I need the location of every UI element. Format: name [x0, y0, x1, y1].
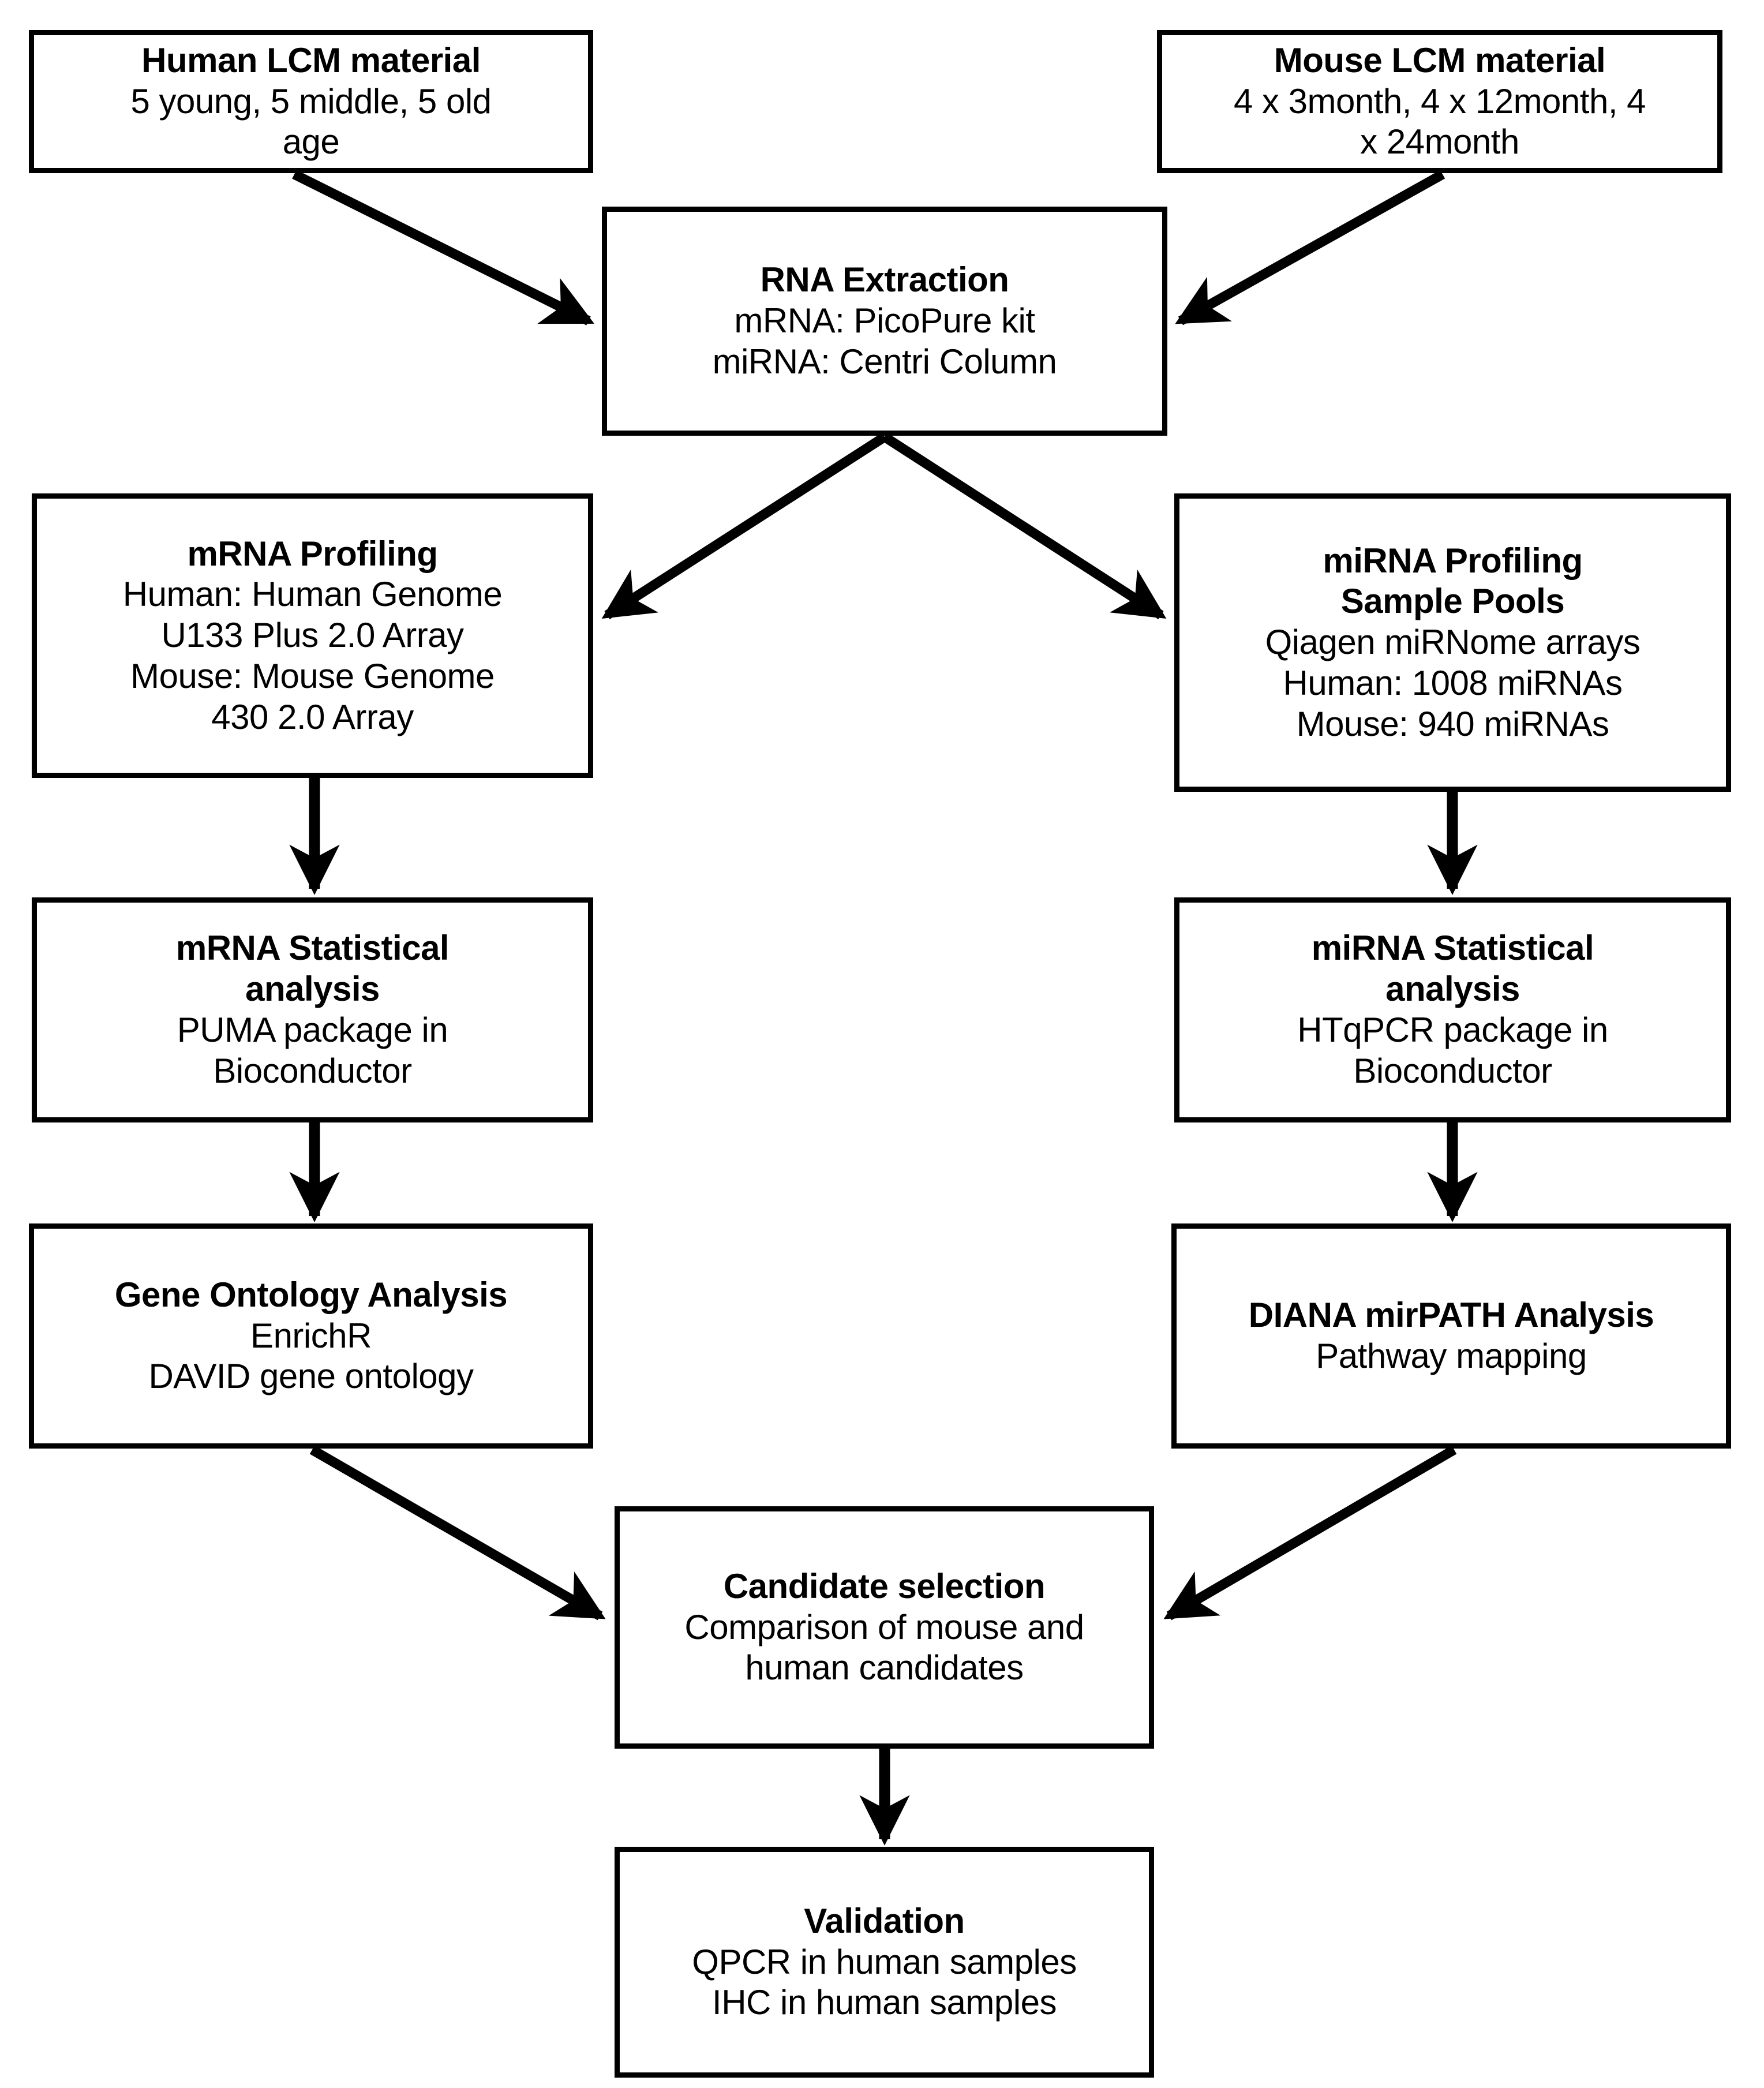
- node-line: DAVID gene ontology: [148, 1357, 474, 1396]
- node-diana-mirpath-analysis: DIANA mirPATH Analysis Pathway mapping: [1171, 1223, 1731, 1449]
- node-line: Human: Human Genome: [122, 575, 503, 614]
- node-validation: Validation QPCR in human samples IHC in …: [615, 1847, 1154, 2078]
- node-human-lcm-material: Human LCM material 5 young, 5 middle, 5 …: [29, 30, 593, 173]
- edge-go-to-candidate: [309, 1445, 606, 1621]
- node-mirna-profiling: miRNA Profiling Sample Pools Qiagen miRN…: [1174, 493, 1731, 792]
- node-line: Mouse: Mouse Genome: [130, 656, 495, 695]
- edge-diana-to-candidate: [1163, 1445, 1457, 1621]
- node-title: Gene Ontology Analysis: [114, 1275, 508, 1314]
- node-title: Mouse LCM material: [1274, 40, 1606, 80]
- node-line: human candidates: [745, 1648, 1024, 1687]
- node-title: Candidate selection: [723, 1566, 1046, 1606]
- node-title-second: analysis: [1385, 970, 1520, 1009]
- node-line: Human: 1008 miRNAs: [1283, 663, 1623, 702]
- node-line: Bioconductor: [213, 1051, 412, 1090]
- node-rna-extraction: RNA Extraction mRNA: PicoPure kit miRNA:…: [602, 207, 1167, 436]
- node-title-second: analysis: [245, 970, 380, 1009]
- node-line: U133 Plus 2.0 Array: [161, 616, 464, 655]
- node-line: Mouse: 940 miRNAs: [1296, 704, 1609, 743]
- node-candidate-selection: Candidate selection Comparison of mouse …: [615, 1506, 1154, 1749]
- node-mouse-lcm-material: Mouse LCM material 4 x 3month, 4 x 12mon…: [1157, 30, 1722, 173]
- node-line: IHC in human samples: [712, 1983, 1057, 2022]
- node-mirna-statistical-analysis: miRNA Statistical analysis HTqPCR packag…: [1174, 897, 1731, 1122]
- node-line: Bioconductor: [1353, 1051, 1552, 1090]
- node-title: miRNA Statistical: [1311, 929, 1594, 968]
- node-title: Validation: [804, 1901, 965, 1940]
- node-line: mRNA: PicoPure kit: [734, 301, 1035, 340]
- node-line: QPCR in human samples: [692, 1942, 1077, 1981]
- node-line: age: [282, 122, 340, 162]
- node-line: Pathway mapping: [1316, 1337, 1587, 1375]
- node-line: EnrichR: [250, 1316, 372, 1355]
- node-line: HTqPCR package in: [1297, 1011, 1608, 1049]
- node-mrna-profiling: mRNA Profiling Human: Human Genome U133 …: [32, 493, 593, 778]
- node-title: mRNA Statistical: [175, 929, 450, 968]
- node-line: 4 x 3month, 4 x 12month, 4: [1233, 81, 1646, 121]
- node-line: Comparison of mouse and: [684, 1607, 1084, 1647]
- edge-rna-to-mirna-profiling: [882, 432, 1167, 620]
- node-title: RNA Extraction: [760, 260, 1009, 300]
- node-title: Human LCM material: [141, 40, 481, 80]
- node-gene-ontology-analysis: Gene Ontology Analysis EnrichR DAVID gen…: [29, 1223, 593, 1449]
- edge-mouse-to-rna: [1175, 170, 1445, 325]
- node-title: mRNA Profiling: [187, 534, 438, 573]
- node-line: x 24month: [1360, 122, 1519, 162]
- node-line: 5 young, 5 middle, 5 old: [130, 81, 492, 121]
- edge-human-to-rna: [292, 170, 594, 325]
- node-line: Qiagen miRNome arrays: [1265, 623, 1641, 662]
- node-title: DIANA mirPATH Analysis: [1248, 1296, 1654, 1335]
- node-mrna-statistical-analysis: mRNA Statistical analysis PUMA package i…: [32, 897, 593, 1122]
- node-line: miRNA: Centri Column: [712, 342, 1057, 381]
- node-line: PUMA package in: [177, 1011, 448, 1049]
- node-title: miRNA Profiling: [1323, 541, 1583, 580]
- edge-rna-to-mrna-profiling: [601, 432, 887, 620]
- node-line: 430 2.0 Array: [211, 697, 414, 736]
- node-title-second: Sample Pools: [1340, 582, 1565, 621]
